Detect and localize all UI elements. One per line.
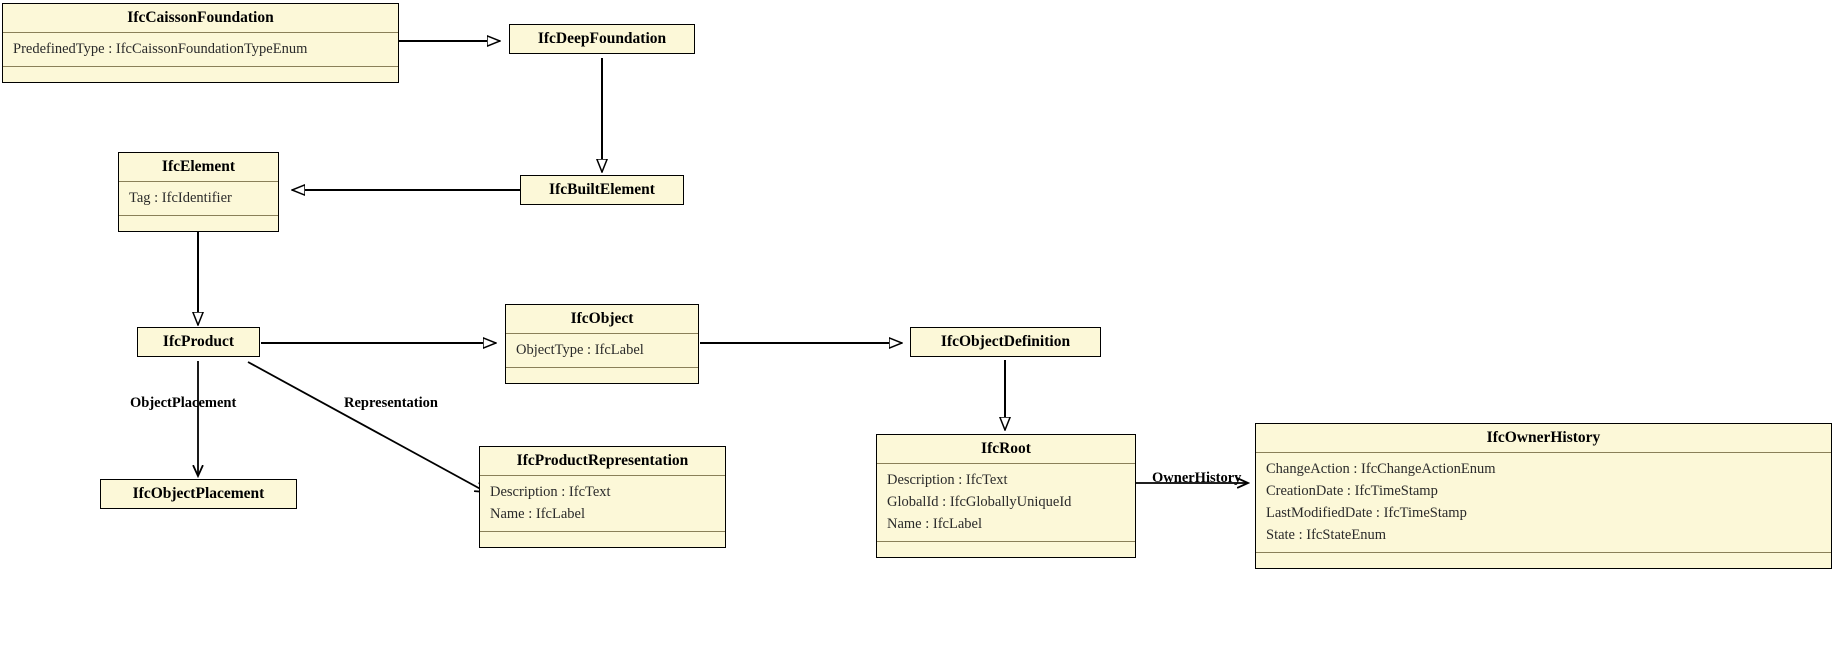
- class-title: IfcElement: [161, 158, 236, 175]
- class-attribute: State : IfcStateEnum: [1266, 527, 1386, 544]
- class-box-ifcobjectdefinition[interactable]: IfcObjectDefinition: [910, 327, 1101, 358]
- class-title: IfcDeepFoundation: [537, 30, 667, 47]
- class-attribute: GlobalId : IfcGloballyUniqueId: [887, 494, 1072, 511]
- class-attributes: ChangeAction : IfcChangeActionEnum Creat…: [1256, 452, 1831, 552]
- class-title: IfcRoot: [981, 440, 1031, 457]
- class-attribute: Name : IfcLabel: [490, 506, 586, 523]
- class-box-ifcobjectplacement[interactable]: IfcObjectPlacement: [100, 479, 297, 510]
- class-attribute: Tag : IfcIdentifier: [129, 190, 232, 207]
- class-box-ifccaissonfoundation[interactable]: IfcCaissonFoundation PredefinedType : If…: [2, 3, 399, 84]
- class-attributes: Description : IfcText GlobalId : IfcGlob…: [877, 463, 1135, 541]
- class-title: IfcProduct: [162, 333, 235, 350]
- class-box-ifcroot[interactable]: IfcRoot Description : IfcText GlobalId :…: [876, 434, 1136, 559]
- class-title: IfcProductRepresentation: [516, 452, 689, 469]
- class-box-ifcelement[interactable]: IfcElement Tag : IfcIdentifier: [118, 152, 279, 233]
- class-attributes: Tag : IfcIdentifier: [119, 181, 278, 215]
- class-operations: [480, 531, 725, 547]
- class-attributes: ObjectType : IfcLabel: [506, 333, 698, 367]
- class-attributes: Description : IfcText Name : IfcLabel: [480, 475, 725, 531]
- class-operations: [506, 367, 698, 383]
- class-operations: [1256, 552, 1831, 568]
- class-box-ifcproductrepresentation[interactable]: IfcProductRepresentation Description : I…: [479, 446, 726, 549]
- edge-product-to-productrepresentation: [247, 361, 486, 492]
- edge-label-object-placement: ObjectPlacement: [130, 395, 237, 411]
- class-box-ifcproduct[interactable]: IfcProduct: [137, 327, 260, 358]
- class-operations: [3, 66, 398, 82]
- class-attribute: Name : IfcLabel: [887, 516, 983, 533]
- class-attribute: Description : IfcText: [490, 484, 611, 501]
- class-attribute: CreationDate : IfcTimeStamp: [1266, 483, 1438, 500]
- class-attribute: ChangeAction : IfcChangeActionEnum: [1266, 461, 1496, 478]
- class-title: IfcBuiltElement: [549, 181, 655, 198]
- class-attribute: Description : IfcText: [887, 472, 1008, 489]
- class-attribute: PredefinedType : IfcCaissonFoundationTyp…: [13, 41, 308, 58]
- class-box-ifcobject[interactable]: IfcObject ObjectType : IfcLabel: [505, 304, 699, 385]
- class-title: IfcObjectDefinition: [940, 333, 1071, 350]
- class-attribute: ObjectType : IfcLabel: [516, 342, 644, 359]
- class-attribute: LastModifiedDate : IfcTimeStamp: [1266, 505, 1467, 522]
- class-attributes: PredefinedType : IfcCaissonFoundationTyp…: [3, 32, 398, 66]
- class-title: IfcObjectPlacement: [132, 485, 265, 502]
- class-box-ifcownerhistory[interactable]: IfcOwnerHistory ChangeAction : IfcChange…: [1255, 423, 1832, 570]
- class-operations: [119, 215, 278, 231]
- class-title: IfcCaissonFoundation: [127, 9, 274, 26]
- edge-label-representation: Representation: [344, 395, 438, 411]
- class-box-ifcbuiltelement[interactable]: IfcBuiltElement: [520, 175, 684, 206]
- class-title: IfcOwnerHistory: [1486, 429, 1601, 446]
- class-box-ifcdeepfoundation[interactable]: IfcDeepFoundation: [509, 24, 695, 55]
- class-operations: [877, 541, 1135, 557]
- edge-label-owner-history: OwnerHistory: [1152, 470, 1242, 486]
- class-title: IfcObject: [570, 310, 634, 327]
